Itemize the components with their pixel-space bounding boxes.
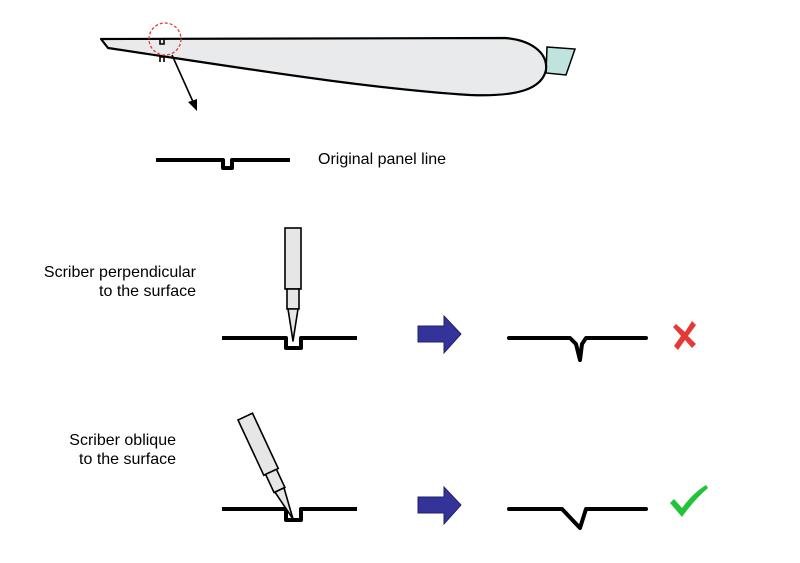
oblique-row xyxy=(222,412,708,530)
oblique-label-line-2: to the surface xyxy=(79,451,176,468)
perpendicular-label: Scriber perpendicular to the surface xyxy=(20,263,196,301)
check-mark-icon xyxy=(670,485,708,517)
wing-body xyxy=(99,36,548,97)
oblique-surface-line xyxy=(222,507,357,522)
oblique-label-line-1: Scriber oblique xyxy=(69,432,176,449)
detail-pointer-arrowhead xyxy=(188,99,197,111)
block-arrow-right-icon xyxy=(417,485,462,526)
oblique-label: Scriber oblique to the surface xyxy=(20,431,176,469)
cross-mark-icon xyxy=(673,321,696,350)
wing-panel-notch-top xyxy=(159,39,165,45)
perpendicular-label-line-1: Scriber perpendicular xyxy=(43,264,196,281)
perpendicular-surface-line xyxy=(222,336,357,350)
wing-tip xyxy=(545,46,577,76)
detail-pointer-line xyxy=(171,54,195,105)
detail-highlight-circle xyxy=(148,22,182,56)
wing-illustration xyxy=(99,22,577,111)
scriber-oblique xyxy=(236,412,294,520)
oblique-result-line xyxy=(507,507,648,530)
block-arrow-right-icon xyxy=(417,314,462,355)
original-panel-line xyxy=(156,158,290,170)
perpendicular-label-line-2: to the surface xyxy=(99,283,196,300)
original-panel-line-label: Original panel line xyxy=(318,151,447,168)
perpendicular-row xyxy=(222,227,696,362)
scriber-perpendicular xyxy=(284,227,302,342)
perpendicular-result-line xyxy=(507,336,648,362)
wing-panel-notch-bottom xyxy=(159,56,165,62)
